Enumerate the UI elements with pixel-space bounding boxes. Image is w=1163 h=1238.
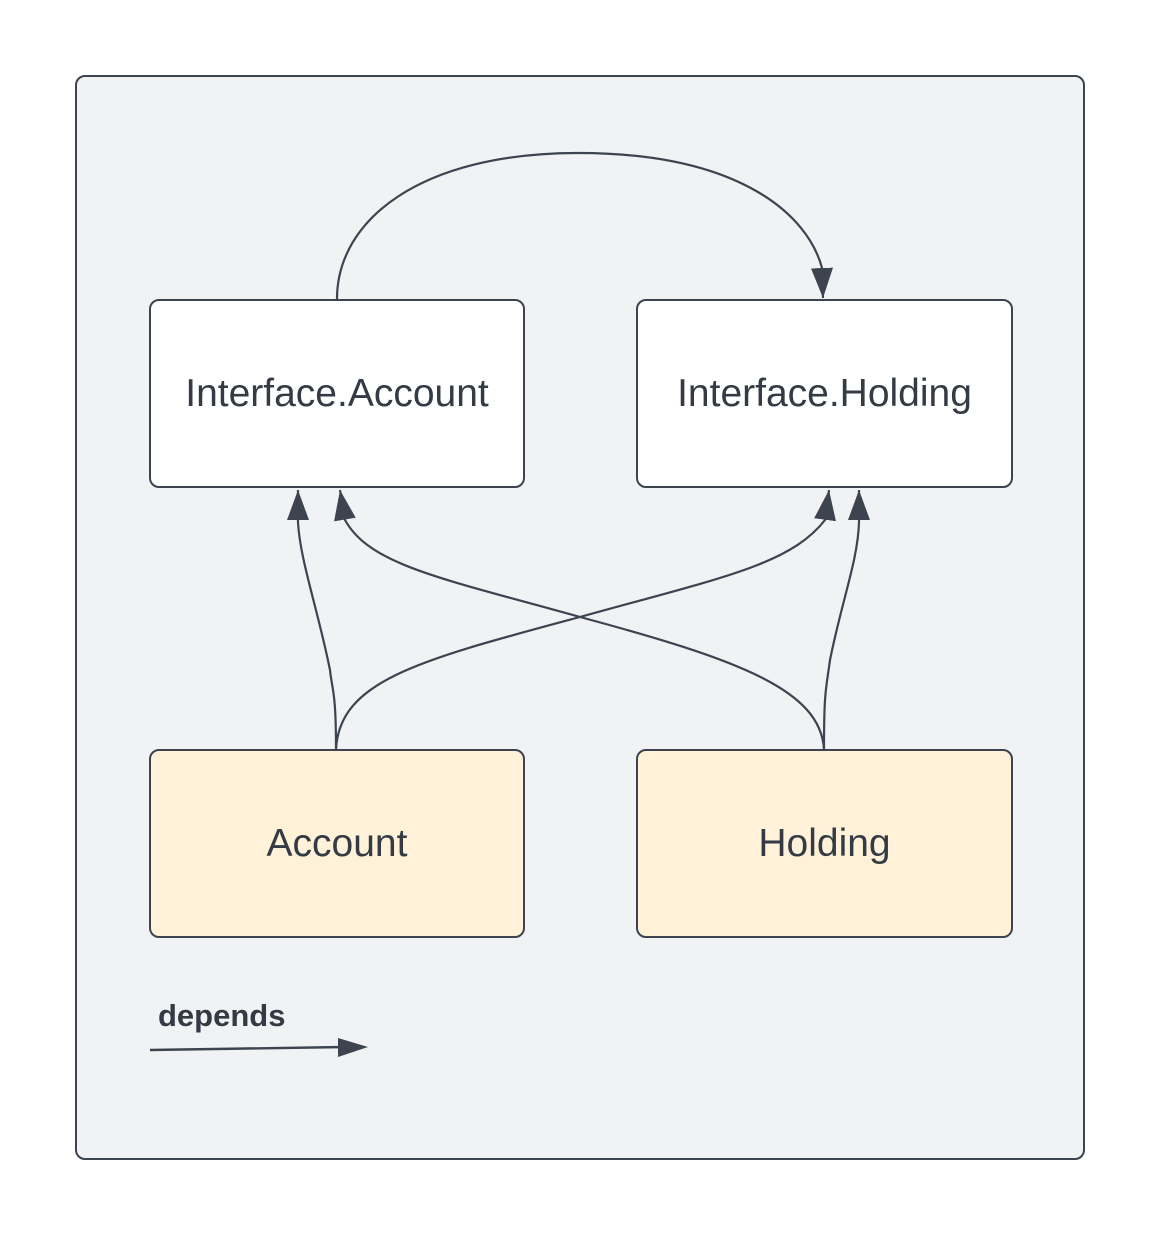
edge-holding-to-ia — [334, 489, 826, 750]
node-holding[interactable]: Holding — [636, 749, 1013, 938]
edge-account-to-ih — [334, 489, 836, 750]
node-interface-holding[interactable]: Interface.Holding — [636, 299, 1013, 488]
node-label: Holding — [758, 821, 891, 865]
edge-ia-to-ih — [335, 151, 833, 300]
edge-holding-to-ih — [822, 490, 870, 750]
node-interface-account[interactable]: Interface.Account — [149, 299, 525, 488]
node-account[interactable]: Account — [149, 749, 525, 938]
node-label: Account — [266, 821, 408, 865]
legend-arrow-icon — [149, 1045, 346, 1052]
edge-account-to-ia — [287, 490, 338, 750]
node-label: Interface.Account — [185, 371, 489, 415]
node-label: Interface.Holding — [677, 371, 972, 415]
legend-label: depends — [158, 998, 286, 1033]
